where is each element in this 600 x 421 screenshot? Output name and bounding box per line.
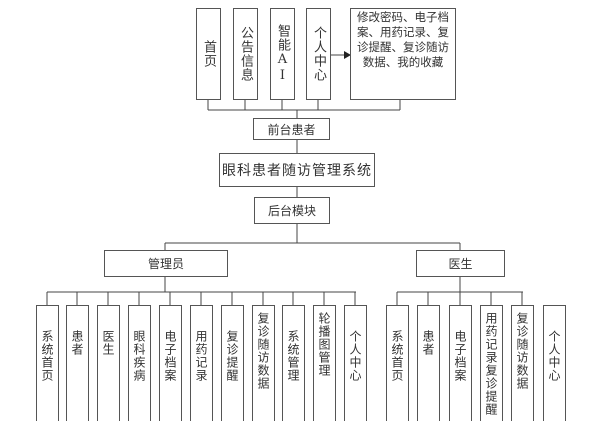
- doctor-item: 用药记录复诊提醒: [480, 305, 503, 421]
- admin-item: 复诊随访数据: [252, 305, 275, 421]
- admin-label: 管理员: [147, 257, 184, 271]
- admin-item: 系统管理: [282, 305, 305, 421]
- admin-item: 医生: [97, 305, 120, 421]
- admin-item-label: 用药记录: [194, 330, 208, 382]
- admin-item: 系统首页: [36, 305, 59, 421]
- admin-item: 眼科疾病: [128, 305, 151, 421]
- front-item-personal-center: 个人中心: [306, 8, 331, 100]
- backend-label: 后台模块: [267, 204, 316, 218]
- admin-item: 轮播图管理: [313, 305, 336, 421]
- admin-item-label: 复诊随访数据: [256, 312, 270, 390]
- admin-item-label: 患者: [70, 330, 84, 356]
- doctor-item: 系统首页: [386, 305, 409, 421]
- front-item-ai: 智能AI: [270, 8, 295, 100]
- admin-node: 管理员: [104, 250, 228, 277]
- doctor-item: 患者: [417, 305, 440, 421]
- doctor-node: 医生: [416, 250, 505, 277]
- admin-item-label: 复诊提醒: [225, 330, 239, 382]
- front-item-notice: 公告信息: [233, 8, 258, 100]
- personal-center-detail: 修改密码、电子档案、用药记录、复诊提醒、复诊随访数据、我的收藏: [350, 8, 456, 100]
- admin-item: 复诊提醒: [221, 305, 244, 421]
- doctor-item-label: 患者: [421, 330, 435, 356]
- doctor-item-label: 个人中心: [547, 330, 561, 382]
- doctor-item: 复诊随访数据: [511, 305, 534, 421]
- system-title: 眼科患者随访管理系统: [222, 163, 372, 179]
- admin-item-label: 电子档案: [163, 330, 177, 382]
- admin-item: 患者: [66, 305, 89, 421]
- admin-item: 用药记录: [190, 305, 213, 421]
- front-item-label: 个人中心: [311, 26, 326, 82]
- admin-item-label: 轮播图管理: [317, 312, 331, 377]
- personal-center-detail-text: 修改密码、电子档案、用药记录、复诊提醒、复诊随访数据、我的收藏: [357, 12, 449, 69]
- doctor-item-label: 系统首页: [390, 330, 404, 382]
- front-item-home: 首页: [196, 8, 221, 100]
- admin-item-label: 个人中心: [348, 330, 362, 382]
- doctor-item-label: 用药记录复诊提醒: [484, 312, 498, 416]
- admin-item: 电子档案: [159, 305, 182, 421]
- front-item-label: 首页: [201, 40, 216, 68]
- admin-item-label: 系统首页: [40, 330, 54, 382]
- admin-item: 个人中心: [344, 305, 367, 421]
- front-item-label: 智能AI: [275, 24, 290, 84]
- admin-item-label: 眼科疾病: [132, 330, 146, 382]
- doctor-item-label: 复诊随访数据: [515, 312, 529, 390]
- backend-module-node: 后台模块: [254, 197, 330, 224]
- frontend-label: 前台患者: [267, 122, 316, 137]
- doctor-item: 电子档案: [449, 305, 472, 421]
- system-title-node: 眼科患者随访管理系统: [219, 153, 375, 187]
- doctor-item-label: 电子档案: [453, 330, 467, 382]
- doctor-item: 个人中心: [543, 305, 566, 421]
- doctor-label: 医生: [448, 257, 473, 271]
- admin-item-label: 医生: [101, 330, 115, 356]
- admin-item-label: 系统管理: [286, 330, 300, 382]
- front-item-label: 公告信息: [238, 26, 253, 82]
- frontend-patient-node: 前台患者: [253, 118, 330, 140]
